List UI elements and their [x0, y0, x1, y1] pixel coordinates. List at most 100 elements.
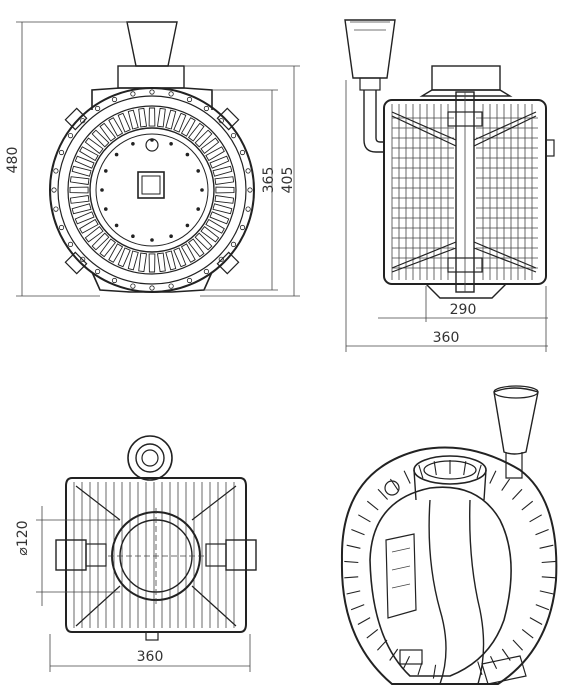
iso-rib — [463, 461, 467, 476]
front-dimensions: 480 365 405 — [5, 21, 300, 297]
front-rib — [69, 176, 90, 186]
iso-rib — [403, 470, 411, 484]
front-bump — [53, 168, 59, 174]
front-bump — [67, 241, 74, 247]
front-rib — [74, 211, 95, 225]
front-rib — [156, 107, 166, 128]
front-bump — [80, 256, 86, 262]
dim-480: 480 — [5, 147, 21, 174]
front-rib — [71, 203, 92, 215]
iso-rib — [476, 464, 482, 479]
iso-rib — [351, 528, 365, 536]
front-rib — [173, 112, 187, 133]
front-rib — [99, 238, 117, 258]
front-rib — [79, 146, 99, 162]
front-rib — [91, 232, 110, 251]
iso-rib — [489, 470, 497, 484]
front-bump — [58, 224, 65, 231]
iso-rib — [529, 617, 543, 625]
front-rib — [117, 112, 131, 133]
front-rib — [91, 129, 110, 148]
front-rib — [214, 194, 235, 204]
iso-rib — [521, 500, 534, 511]
iso-rib — [535, 604, 550, 611]
iso-rib — [501, 478, 511, 491]
front-rib — [74, 155, 95, 169]
dim-405: 405 — [280, 167, 296, 194]
iso-rib — [358, 514, 371, 523]
iso-rib — [350, 604, 365, 611]
front-rib — [194, 129, 213, 148]
dim-365: 365 — [261, 167, 277, 194]
front-bump — [230, 241, 237, 247]
front-bolt — [200, 188, 204, 192]
front-bump — [67, 133, 74, 139]
front-rib — [156, 252, 166, 273]
front-rib — [69, 186, 89, 194]
front-rib — [205, 146, 225, 162]
front-view — [49, 21, 255, 293]
iso-rib — [344, 576, 359, 579]
iso-rib — [490, 655, 498, 670]
front-bolt — [131, 234, 135, 238]
front-rib — [200, 225, 220, 243]
front-rib — [69, 194, 90, 204]
dim-360-bottom: 360 — [137, 649, 164, 665]
front-rib — [84, 137, 104, 155]
side-view — [344, 19, 555, 299]
front-rib — [148, 253, 156, 273]
front-bump — [245, 168, 251, 174]
front-rib — [138, 252, 148, 273]
iso-rib — [521, 628, 534, 639]
iso-rib — [535, 528, 549, 536]
dim-diameter-120: ⌀120 — [15, 520, 31, 555]
front-rib — [84, 225, 104, 243]
front-rib — [71, 165, 92, 177]
front-bump — [95, 105, 101, 112]
bottom-dimensions: ⌀120 360 — [15, 506, 251, 672]
front-rib — [127, 109, 139, 130]
front-bolts — [100, 138, 204, 242]
front-bump — [149, 89, 155, 95]
front-bump — [168, 91, 174, 97]
front-rib — [117, 247, 131, 268]
front-rib — [180, 243, 196, 263]
front-rib — [205, 218, 225, 234]
dim-290: 290 — [450, 302, 477, 318]
front-bump — [247, 187, 253, 193]
iso-rib — [541, 576, 556, 579]
front-rib — [212, 165, 233, 177]
iso-rib — [512, 639, 524, 651]
front-rib — [194, 232, 213, 251]
front-bolt — [185, 152, 190, 157]
front-bolt — [100, 188, 104, 192]
front-bump — [239, 149, 246, 156]
front-rib — [173, 247, 187, 268]
front-bolt — [104, 207, 108, 211]
front-bump — [111, 277, 118, 284]
iso-rib — [346, 590, 361, 595]
front-bolt — [114, 223, 119, 228]
iso-rib — [418, 464, 424, 479]
front-bolt — [114, 152, 119, 157]
iso-rib — [357, 617, 371, 625]
front-rib — [209, 155, 230, 169]
front-bolt — [196, 169, 200, 173]
front-rib — [165, 109, 177, 130]
isometric-cutaway-view — [340, 385, 558, 685]
front-bump — [130, 91, 136, 97]
front-bump — [53, 206, 59, 212]
front-rib — [214, 176, 235, 186]
front-bump — [239, 224, 246, 231]
front-bolt — [150, 238, 154, 242]
iso-rib — [402, 655, 410, 670]
front-bolt — [185, 223, 190, 228]
front-rib — [108, 117, 124, 137]
front-rib — [200, 137, 220, 155]
front-rib — [165, 250, 177, 271]
front-rib — [79, 218, 99, 234]
front-bump — [149, 285, 155, 291]
iso-rib — [366, 628, 379, 639]
iso-rib — [511, 488, 523, 500]
